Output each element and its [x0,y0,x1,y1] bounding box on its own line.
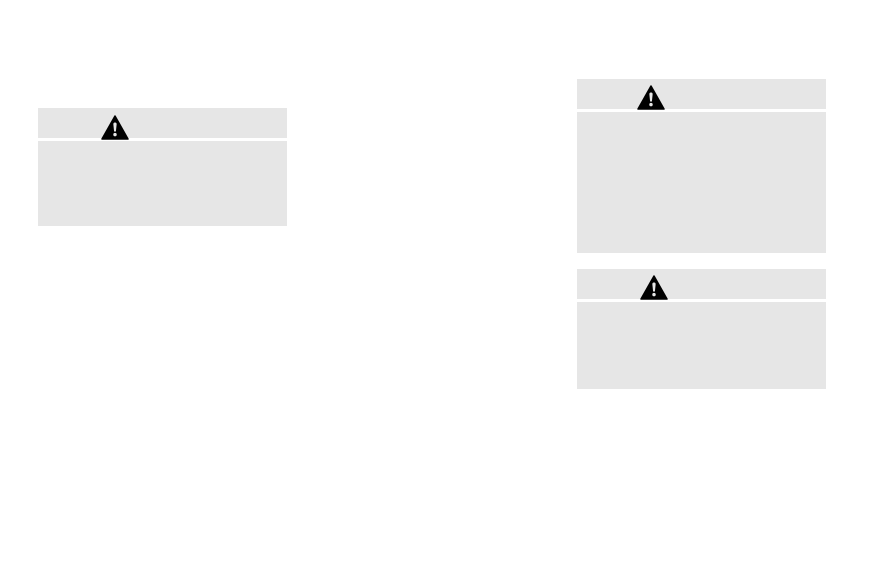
warning-box-right-top [577,79,826,253]
warning-triangle-icon [101,115,129,140]
warning-header [577,269,826,302]
warning-triangle-icon [640,275,668,300]
warning-box-left [38,108,287,226]
warning-header [577,79,826,112]
warning-box-right-bottom [577,269,826,389]
warning-header [38,108,287,141]
warning-triangle-icon [637,85,665,110]
